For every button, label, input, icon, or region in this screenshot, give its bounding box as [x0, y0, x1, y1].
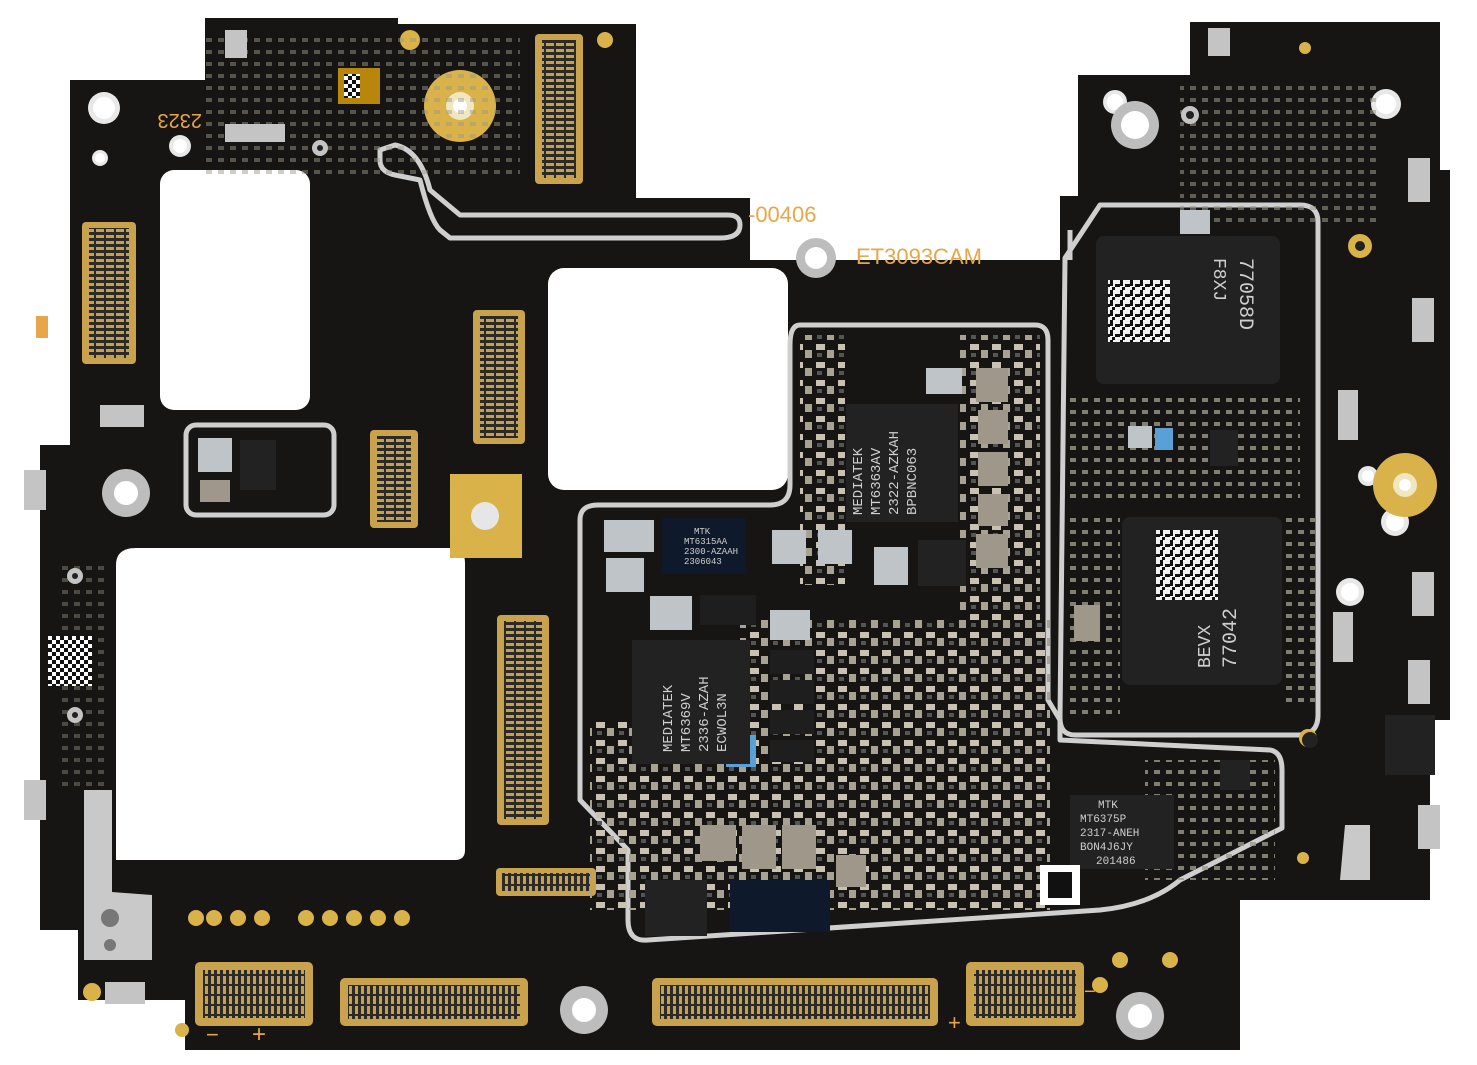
- metal-bracket: [84, 790, 152, 960]
- chip-mt6375: MTK MT6375P 2317-ANEH BON4J6JY 201486: [1080, 800, 1139, 868]
- chip-77058d-line1: 77058D: [1233, 258, 1256, 330]
- silk-board-code: -00406: [748, 202, 817, 227]
- chip-mt6369-line3: 2336-AZAH: [697, 676, 713, 752]
- chip-mt6363-line1: MEDIATEK: [851, 447, 867, 515]
- camera-cutout-center: [548, 268, 788, 490]
- silk-2323: 2323: [158, 109, 203, 131]
- ic-packages: [240, 404, 1435, 936]
- chip-mt6363-line2: MT6363AV: [869, 447, 885, 515]
- chip-mt6315-line1: MTK: [694, 527, 711, 537]
- mounting-holes: [88, 89, 1409, 1040]
- chip-mt6375-line5: 201486: [1096, 856, 1136, 868]
- chip-77058d-line2: F8XJ: [1208, 258, 1228, 301]
- silk-model: ET3093CAM: [856, 244, 982, 269]
- chip-mt6369-line1: MEDIATEK: [661, 684, 677, 752]
- chip-mt6363-line4: BPBNC063: [905, 448, 921, 515]
- chip-mt6315-line4: 2306043: [684, 557, 722, 567]
- chip-mt6315-line2: MT6315AA: [684, 537, 728, 547]
- memory-chips: [48, 68, 1282, 686]
- chip-77042-line2: BEVX: [1196, 625, 1216, 668]
- silk-minus-left: −: [206, 1022, 219, 1047]
- chip-mt6375-line2: MT6375P: [1080, 814, 1127, 826]
- chip-mt6375-line1: MTK: [1098, 800, 1118, 812]
- silk-plus-right: +: [948, 1010, 961, 1035]
- chip-mt6315: MTK MT6315AA 2300-AZAAH 2306043: [684, 527, 738, 567]
- chip-mt6363: MEDIATEK MT6363AV 2322-AZKAH BPBNC063: [851, 431, 921, 515]
- chip-mt6375-line3: 2317-ANEH: [1080, 828, 1139, 840]
- chip-mt6375-line4: BON4J6JY: [1080, 842, 1133, 854]
- chip-mt6369: MEDIATEK MT6369V 2336-AZAH ECWOL3N: [661, 676, 731, 752]
- silk-minus-right: −: [1084, 981, 1096, 1003]
- chip-77042-line1: 77042: [1220, 608, 1243, 668]
- chip-mt6369-line2: MT6369V: [679, 693, 695, 752]
- inductor-blocks: [198, 210, 1210, 640]
- chip-mt6363-line3: 2322-AZKAH: [887, 431, 903, 515]
- camera-cutout-large: [116, 548, 465, 860]
- connectors: [82, 34, 1084, 1026]
- chip-mt6315-line3: 2300-AZAAH: [684, 547, 738, 557]
- camera-cutout-top-left: [160, 170, 310, 410]
- chip-mt6369-line4: ECWOL3N: [715, 693, 731, 752]
- coax-connectors: [67, 106, 1372, 748]
- chip-77042: 77042 BEVX: [1196, 608, 1243, 668]
- chip-77058d: 77058D F8XJ: [1208, 258, 1256, 330]
- silk-plus-left: +: [252, 1021, 266, 1048]
- rf-switches: [24, 28, 1440, 1004]
